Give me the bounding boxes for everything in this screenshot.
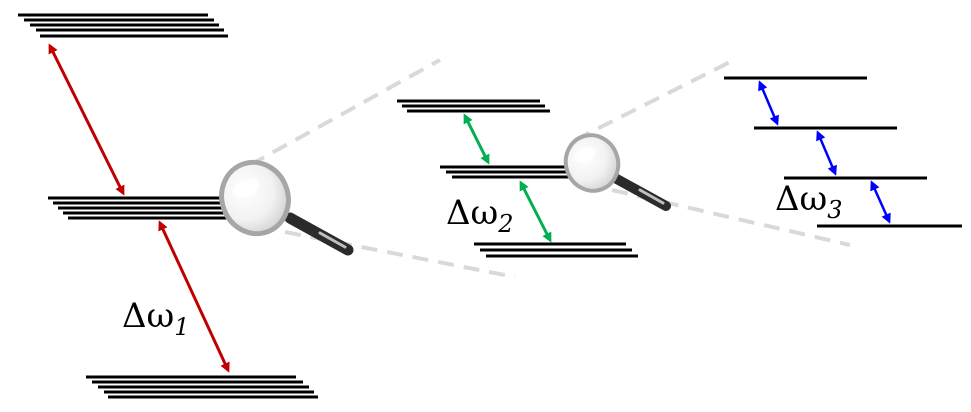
level-band-middle-left bbox=[48, 196, 248, 220]
transition-arrow-blue-3 bbox=[870, 180, 891, 224]
magnifying-glass-icon bbox=[219, 159, 354, 256]
transition-arrow-blue-2 bbox=[816, 130, 837, 176]
level-lines-right bbox=[724, 76, 962, 228]
label-delta-omega-1: Δω1 bbox=[122, 296, 190, 341]
transition-arrow-blue-1 bbox=[758, 80, 779, 126]
magnifying-glass-icon bbox=[563, 133, 671, 211]
transition-arrow-red-lower bbox=[158, 220, 230, 373]
label-delta-omega-3: Δω3 bbox=[775, 179, 843, 224]
transition-arrow-green-upper bbox=[463, 113, 490, 165]
transition-arrow-green-lower bbox=[519, 180, 552, 243]
label-delta-omega-2: Δω2 bbox=[446, 193, 514, 238]
level-band-bottom-middle bbox=[474, 242, 638, 258]
transition-arrow-red-upper bbox=[48, 43, 125, 196]
level-band-top-left bbox=[18, 13, 228, 38]
level-band-bottom-left bbox=[86, 375, 318, 399]
level-band-top-middle bbox=[397, 99, 550, 113]
